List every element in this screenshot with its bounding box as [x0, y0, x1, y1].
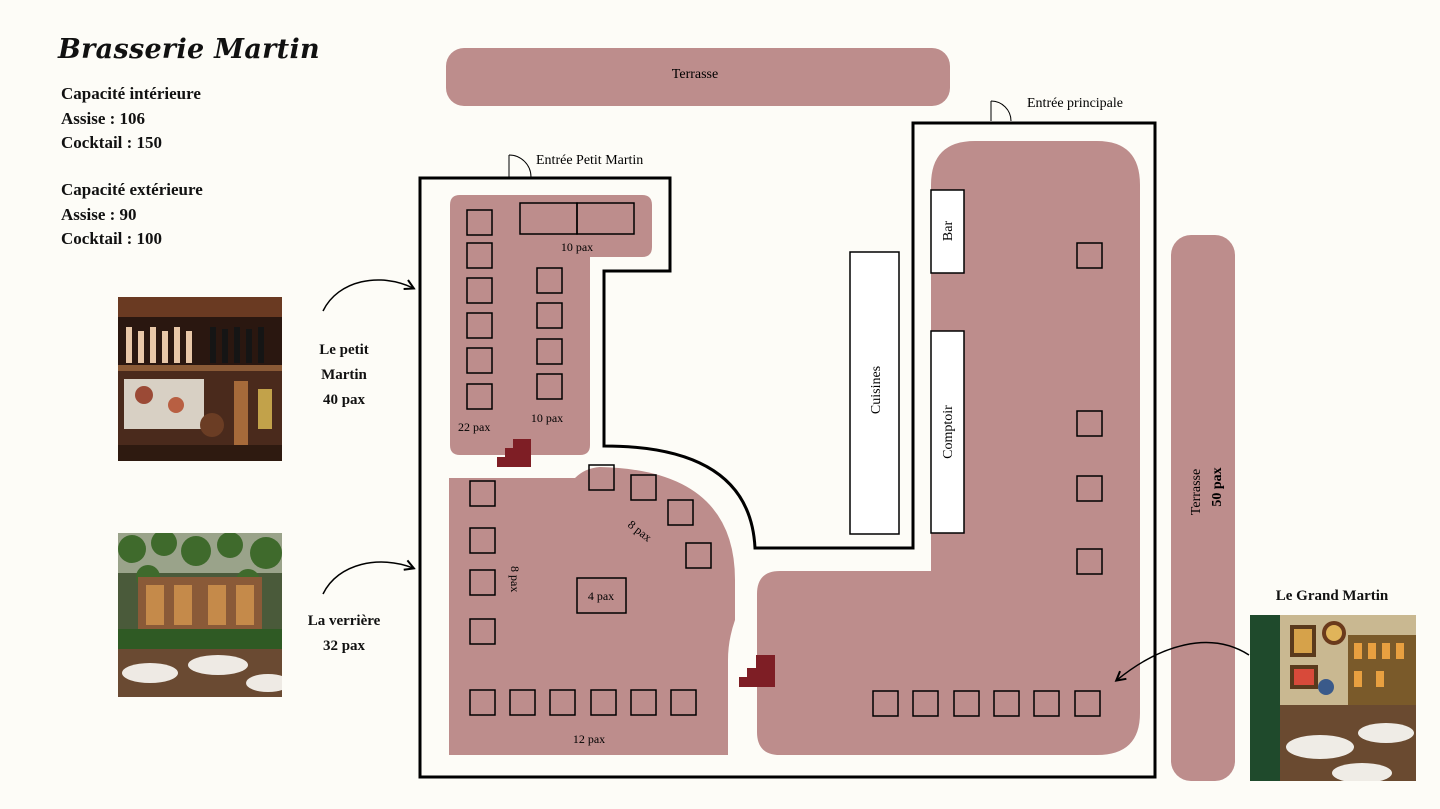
- table: [1076, 410, 1103, 437]
- grand-martin-name: Le Grand Martin: [1275, 588, 1389, 604]
- table: [466, 347, 493, 374]
- table: [590, 689, 617, 716]
- pax-label-side: 8 pax: [508, 566, 522, 592]
- petit-martin-photo: [118, 297, 282, 461]
- verriere-label: La verrière 32 pax: [296, 609, 392, 659]
- exterior-capacity: Capacité extérieure Assise : 90 Cocktail…: [61, 178, 203, 252]
- stairs-petit-martin: [497, 439, 531, 467]
- arrow-grand-martin-icon: [1117, 641, 1250, 680]
- table: [469, 569, 496, 596]
- counter: [930, 330, 965, 534]
- terrace-top-label: Terrasse: [672, 67, 718, 82]
- table: [588, 464, 615, 491]
- door-main-icon: [990, 100, 1012, 122]
- restaurant-title: Brasserie Martin: [58, 34, 320, 65]
- table: [912, 690, 939, 717]
- table: [469, 689, 496, 716]
- exterior-cocktail: Cocktail : 100: [61, 229, 163, 248]
- interior-cocktail: Cocktail : 150: [61, 133, 163, 152]
- verriere-name: La verrière: [307, 613, 381, 629]
- petit-martin-label: Le petit Martin 40 pax: [296, 338, 392, 413]
- kitchen-label: Cuisines: [869, 366, 884, 414]
- exterior-seated: Assise : 90: [61, 204, 137, 224]
- pax-label-bottom: 12 pax: [573, 732, 605, 746]
- table: [466, 277, 493, 304]
- table: [667, 499, 694, 526]
- arrow-petit-martin-icon: [322, 279, 413, 312]
- pax-label-top: 10 pax: [561, 240, 593, 254]
- pax-label-center: 4 pax: [588, 589, 614, 603]
- table: [685, 542, 712, 569]
- pax-label-middle: 10 pax: [531, 411, 563, 425]
- table: [630, 474, 657, 501]
- kitchen: [849, 251, 900, 535]
- building-walls: [418, 121, 1157, 779]
- table: [1033, 690, 1060, 717]
- entrance-petit-label: Entrée Petit Martin: [536, 153, 643, 168]
- table: [549, 689, 576, 716]
- table: [469, 527, 496, 554]
- table: [1074, 690, 1101, 717]
- grand-martin-label: Le Grand Martin: [1262, 584, 1402, 609]
- table: [466, 242, 493, 269]
- terrace-right-pax: 50 pax: [1210, 467, 1225, 506]
- grand-martin-photo: [1250, 615, 1416, 781]
- arrow-verriere-icon: [322, 562, 413, 595]
- table: [469, 480, 496, 507]
- table: [670, 689, 697, 716]
- table: [509, 689, 536, 716]
- interior-capacity: Capacité intérieure Assise : 106 Cocktai…: [61, 82, 201, 156]
- interior-seated: Assise : 106: [61, 108, 146, 128]
- table: [469, 618, 496, 645]
- petit-martin-pax: 40 pax: [322, 392, 366, 408]
- table: [1076, 475, 1103, 502]
- table: [872, 690, 899, 717]
- table: [536, 338, 563, 365]
- table: [1076, 548, 1103, 575]
- stairs-grand-martin: [739, 655, 775, 687]
- verriere-pax: 32 pax: [322, 638, 366, 654]
- table: [466, 383, 493, 410]
- terrace-right-label: Terrasse: [1189, 469, 1204, 515]
- table: [536, 302, 563, 329]
- pax-label-left: 22 pax: [458, 420, 490, 434]
- petit-martin-name: Le petit Martin: [319, 342, 369, 383]
- table: [953, 690, 980, 717]
- table: [993, 690, 1020, 717]
- counter-label: Comptoir: [941, 405, 956, 459]
- verriere-photo: [118, 533, 282, 697]
- table: [536, 373, 563, 400]
- bar: [930, 189, 965, 274]
- verriere-zone: [449, 467, 735, 755]
- table: [536, 267, 563, 294]
- bar-label: Bar: [941, 221, 956, 242]
- door-petit-martin-icon: [508, 154, 532, 178]
- table: [576, 577, 627, 614]
- table: [576, 202, 635, 235]
- entrance-main-label: Entrée principale: [1027, 96, 1123, 111]
- table: [466, 209, 493, 236]
- table: [1076, 242, 1103, 269]
- terrace-top-zone: [446, 48, 950, 106]
- interior-capacity-heading: Capacité intérieure: [61, 84, 201, 103]
- table: [630, 689, 657, 716]
- table: [466, 312, 493, 339]
- petit-martin-zone: [450, 195, 652, 455]
- exterior-capacity-heading: Capacité extérieure: [61, 180, 203, 199]
